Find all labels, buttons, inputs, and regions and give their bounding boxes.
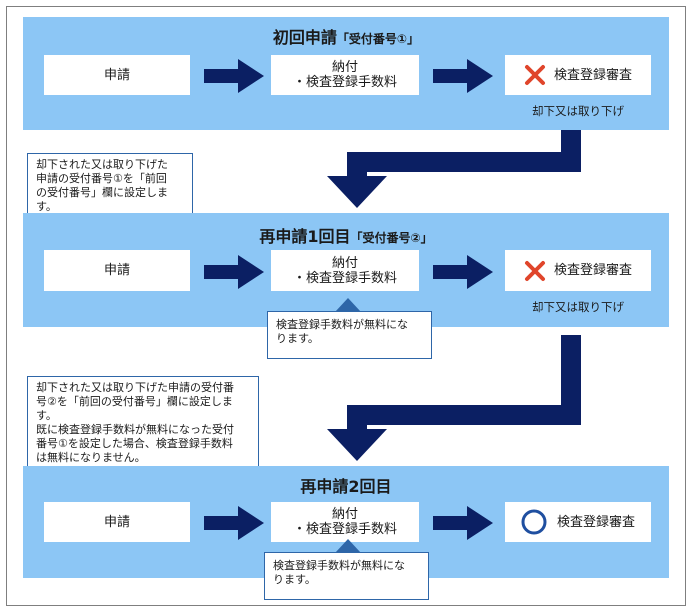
- stage3-payment-line2: ・検査登録手数料: [292, 522, 397, 537]
- note1-line2: 申請の受付番号①を「前回: [36, 172, 167, 185]
- note1-line3: の受付番号」欄に設定しま: [36, 186, 168, 199]
- stage2-result-note: 却下又は取り下げ: [532, 300, 624, 314]
- stage3-title: 再申請2回目: [300, 477, 392, 496]
- stage1-result-box: 検査登録審査: [505, 55, 651, 95]
- stage1-band: 初回申請「受付番号①」 申請 納付 ・検査登録手数料 検査登録審査 却下又は取り…: [23, 17, 669, 130]
- stage3-apply-box: 申請: [44, 502, 190, 542]
- stage1-payment-line2: ・検査登録手数料: [292, 75, 397, 90]
- fee-note-3-line2: ります。: [273, 573, 316, 586]
- cross-mark-icon: [524, 260, 545, 281]
- note1-line4: す。: [36, 200, 57, 213]
- stage2-payment-line2: ・検査登録手数料: [292, 270, 397, 286]
- stage1-title: 初回申請: [272, 28, 337, 47]
- stage3-apply-label: 申請: [103, 514, 130, 530]
- stage1-payment-box: 納付 ・検査登録手数料: [271, 55, 419, 95]
- note2-line5: 番号①を設定した場合、検査登録手数料: [36, 437, 233, 450]
- fee-note-3: 検査登録手数料が無料にな ります。: [264, 552, 429, 600]
- diagram-frame: [6, 6, 686, 606]
- stage2-subtitle: 「受付番号②」: [350, 231, 433, 245]
- stage3-payment-box: 納付 ・検査登録手数料: [271, 502, 419, 542]
- note1-line1: 却下された又は取り下げた: [36, 158, 168, 171]
- stage2-band: 再申請1回目「受付番号②」 申請 納付 ・検査登録手数料 検査登録審査 却下又は…: [23, 213, 669, 327]
- stage1-result-note: 却下又は取り下げ: [532, 104, 624, 118]
- note2-line2: 号②を「前回の受付番号」欄に設定しま: [36, 395, 233, 408]
- stage2-apply-label: 申請: [103, 263, 130, 278]
- note2-line4: 既に検査登録手数料が無料になった受付: [36, 423, 234, 436]
- stage2-apply-box: 申請: [44, 250, 190, 291]
- stage1-payment-line1: 納付: [331, 60, 358, 75]
- stage2-arrow-1: [204, 255, 264, 289]
- fee-note-2: 検査登録手数料が無料にな ります。: [267, 311, 432, 359]
- stage2-title: 再申請1回目: [259, 227, 351, 246]
- stage2-title-row: 再申請1回目「受付番号②」: [23, 223, 669, 247]
- stage3-band: 再申請2回目 申請 納付 ・検査登録手数料 検査登録審査: [23, 466, 669, 578]
- stage1-arrow-2: [433, 59, 493, 93]
- stage2-result-label: 検査登録審査: [553, 263, 632, 278]
- stage3-result-box: 検査登録審査: [505, 502, 651, 542]
- stage2-result-box: 検査登録審査: [505, 250, 651, 291]
- fee-note-3-pointer: [335, 539, 361, 553]
- stage1-result-label: 検査登録審査: [553, 67, 632, 83]
- stage1-arrow-1: [204, 59, 264, 93]
- stage2-payment-line1: 納付: [331, 255, 358, 271]
- note2-line6: は無料になりません。: [36, 451, 146, 464]
- fee-note-2-pointer: [335, 298, 361, 312]
- stage2-arrow-2: [433, 255, 493, 289]
- stage1-title-row: 初回申請「受付番号①」: [23, 24, 669, 48]
- stage3-result-label: 検査登録審査: [556, 514, 635, 530]
- bent-arrow-2: [327, 335, 581, 461]
- cross-mark-icon: [524, 65, 545, 85]
- stage2-payment-box: 納付 ・検査登録手数料: [271, 250, 419, 291]
- bent-arrow-1: [327, 130, 581, 208]
- stage3-arrow-2: [433, 506, 493, 540]
- note-previous-number-2: 却下された又は取り下げた申請の受付番 号②を「前回の受付番号」欄に設定しま す。…: [27, 376, 259, 482]
- stage3-arrow-1: [204, 506, 264, 540]
- circle-mark-icon: [521, 509, 547, 535]
- stage1-subtitle: 「受付番号①」: [336, 32, 420, 46]
- note2-line1: 却下された又は取り下げた申請の受付番: [36, 381, 234, 394]
- stage1-apply-box: 申請: [44, 55, 190, 95]
- stage3-payment-line1: 納付: [331, 507, 358, 522]
- fee-note-2-line1: 検査登録手数料が無料にな: [276, 318, 408, 331]
- note2-line3: す。: [36, 409, 57, 422]
- stage1-apply-label: 申請: [103, 67, 130, 83]
- fee-note-2-line2: ります。: [276, 332, 319, 345]
- stage3-title-row: 再申請2回目: [23, 473, 669, 497]
- fee-note-3-line1: 検査登録手数料が無料にな: [273, 559, 405, 572]
